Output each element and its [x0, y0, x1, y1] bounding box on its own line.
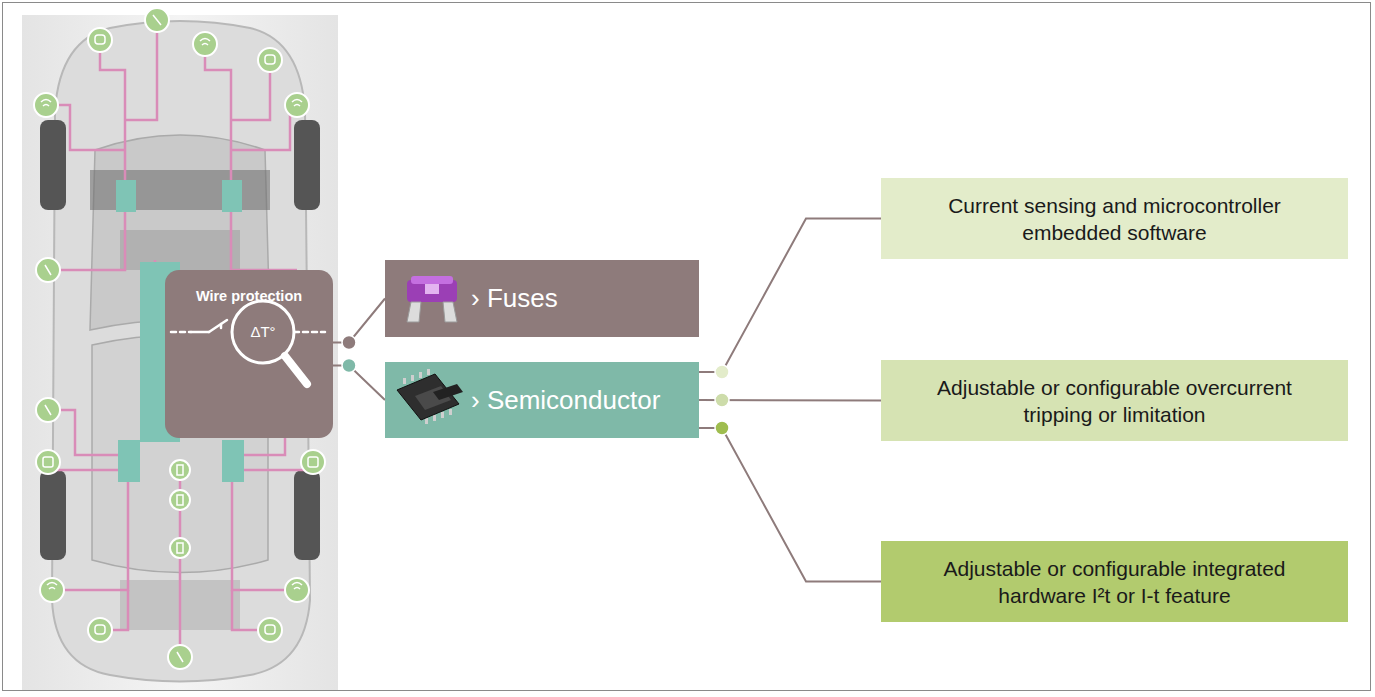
connector-dot — [715, 393, 729, 407]
connector-line — [699, 219, 881, 373]
connector-dot — [715, 421, 729, 435]
fuses-box: › Fuses — [385, 260, 699, 337]
connector — [699, 421, 881, 582]
connector-dot — [342, 336, 356, 350]
box-heading: Wire protection — [165, 288, 333, 304]
semiconductor-box: › Semiconductor — [385, 362, 699, 438]
method-text: Adjustable or configurable integrated ha… — [905, 555, 1324, 609]
connector-dot — [715, 365, 729, 379]
connector-line — [333, 366, 385, 401]
wire-protection-box: Wire protectionΔT° — [165, 270, 333, 438]
connector-line — [699, 428, 881, 582]
fuse-icon — [385, 260, 475, 337]
category-label: › Semiconductor — [471, 385, 660, 416]
category-label: › Fuses — [471, 283, 558, 314]
method-box: Adjustable or configurable integrated ha… — [881, 541, 1348, 622]
delta-t-symbol: ΔT° — [238, 323, 288, 341]
connector — [333, 359, 385, 401]
method-box: Adjustable or configurable overcurrent t… — [881, 360, 1348, 441]
connector — [699, 219, 881, 380]
chip-icon — [385, 362, 475, 438]
connector-dot — [342, 359, 356, 373]
connector — [333, 299, 385, 350]
method-text: Adjustable or configurable overcurrent t… — [905, 374, 1324, 428]
method-text: Current sensing and microcontroller embe… — [905, 192, 1324, 246]
connector — [699, 393, 881, 407]
method-box: Current sensing and microcontroller embe… — [881, 178, 1348, 259]
connector-line — [333, 299, 385, 343]
